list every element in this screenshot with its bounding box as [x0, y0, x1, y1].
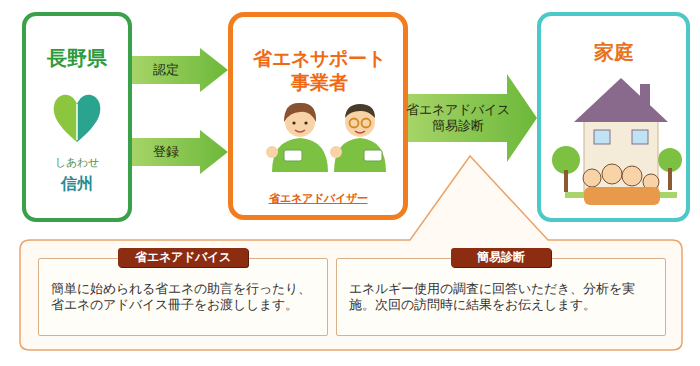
prefecture-box: 長野県しあわせ信州 — [22, 12, 132, 222]
woman-eye — [304, 121, 307, 124]
man-thumb — [330, 146, 342, 158]
arrow-label: 省エネアドバイス 簡易診断 — [403, 102, 513, 135]
man-glasses — [350, 119, 359, 128]
arrow-label: 認定 — [146, 62, 186, 78]
arrow-label: 登録 — [146, 144, 186, 160]
panel-body: 簡単に始められる省エネの助言を行ったり、省エネのアドバイス冊子をお渡しします。 — [51, 281, 317, 314]
logo-text: しあわせ — [26, 156, 128, 170]
woman-eye — [292, 121, 295, 124]
family-head — [602, 164, 622, 184]
advisers-illustration — [266, 103, 386, 172]
tree — [552, 146, 580, 174]
explanation-panel: 簡易診断エネルギー使用の調査に回答いただき、分析を実施。次回の訪問時に結果をお伝… — [336, 258, 666, 336]
household-box: 家庭 — [537, 12, 690, 222]
logo-vein — [76, 104, 78, 140]
window — [632, 130, 648, 144]
man-glasses — [362, 119, 371, 128]
woman-mouth — [295, 130, 305, 132]
logo-leaf-right — [77, 95, 100, 142]
man-mouth — [355, 131, 365, 133]
man-body — [334, 138, 386, 172]
explanation-panel: 省エネアドバイス簡単に始められる省エネの助言を行ったり、省エネのアドバイス冊子を… — [38, 258, 328, 336]
window — [594, 130, 610, 144]
logo-text: 信州 — [26, 174, 128, 194]
house-wall — [584, 118, 658, 194]
supporter-box: 省エネサポート 事業者省エネアドバイザー — [228, 12, 408, 220]
man-hair — [345, 104, 375, 118]
tree-trunk — [668, 168, 672, 190]
tree-trunk — [564, 170, 568, 192]
family-head — [583, 169, 601, 187]
logo-heart — [54, 95, 101, 142]
box-heading: 家庭 — [541, 40, 686, 65]
woman-hair — [284, 103, 316, 122]
panel-tag: 省エネアドバイス — [118, 248, 248, 267]
logo-leaf-left — [54, 95, 77, 142]
box-heading: 長野県 — [26, 46, 128, 71]
role-label: 省エネアドバイザー — [233, 192, 403, 206]
block-arrow — [132, 48, 228, 92]
woman-body — [272, 138, 328, 172]
house-illustration — [552, 78, 682, 205]
box-heading: 省エネサポート 事業者 — [249, 47, 389, 95]
woman-badge — [284, 150, 302, 161]
family-bodies — [584, 187, 660, 205]
family-head — [622, 166, 642, 186]
panel-tag: 簡易診断 — [451, 248, 551, 267]
block-arrow — [132, 130, 228, 174]
man-badge — [364, 150, 382, 161]
callout-region — [20, 156, 682, 350]
panel-body: エネルギー使用の調査に回答いただき、分析を実施。次回の訪問時に結果をお伝えします… — [349, 281, 655, 314]
woman-thumb — [266, 146, 278, 158]
house-roof — [574, 78, 668, 122]
